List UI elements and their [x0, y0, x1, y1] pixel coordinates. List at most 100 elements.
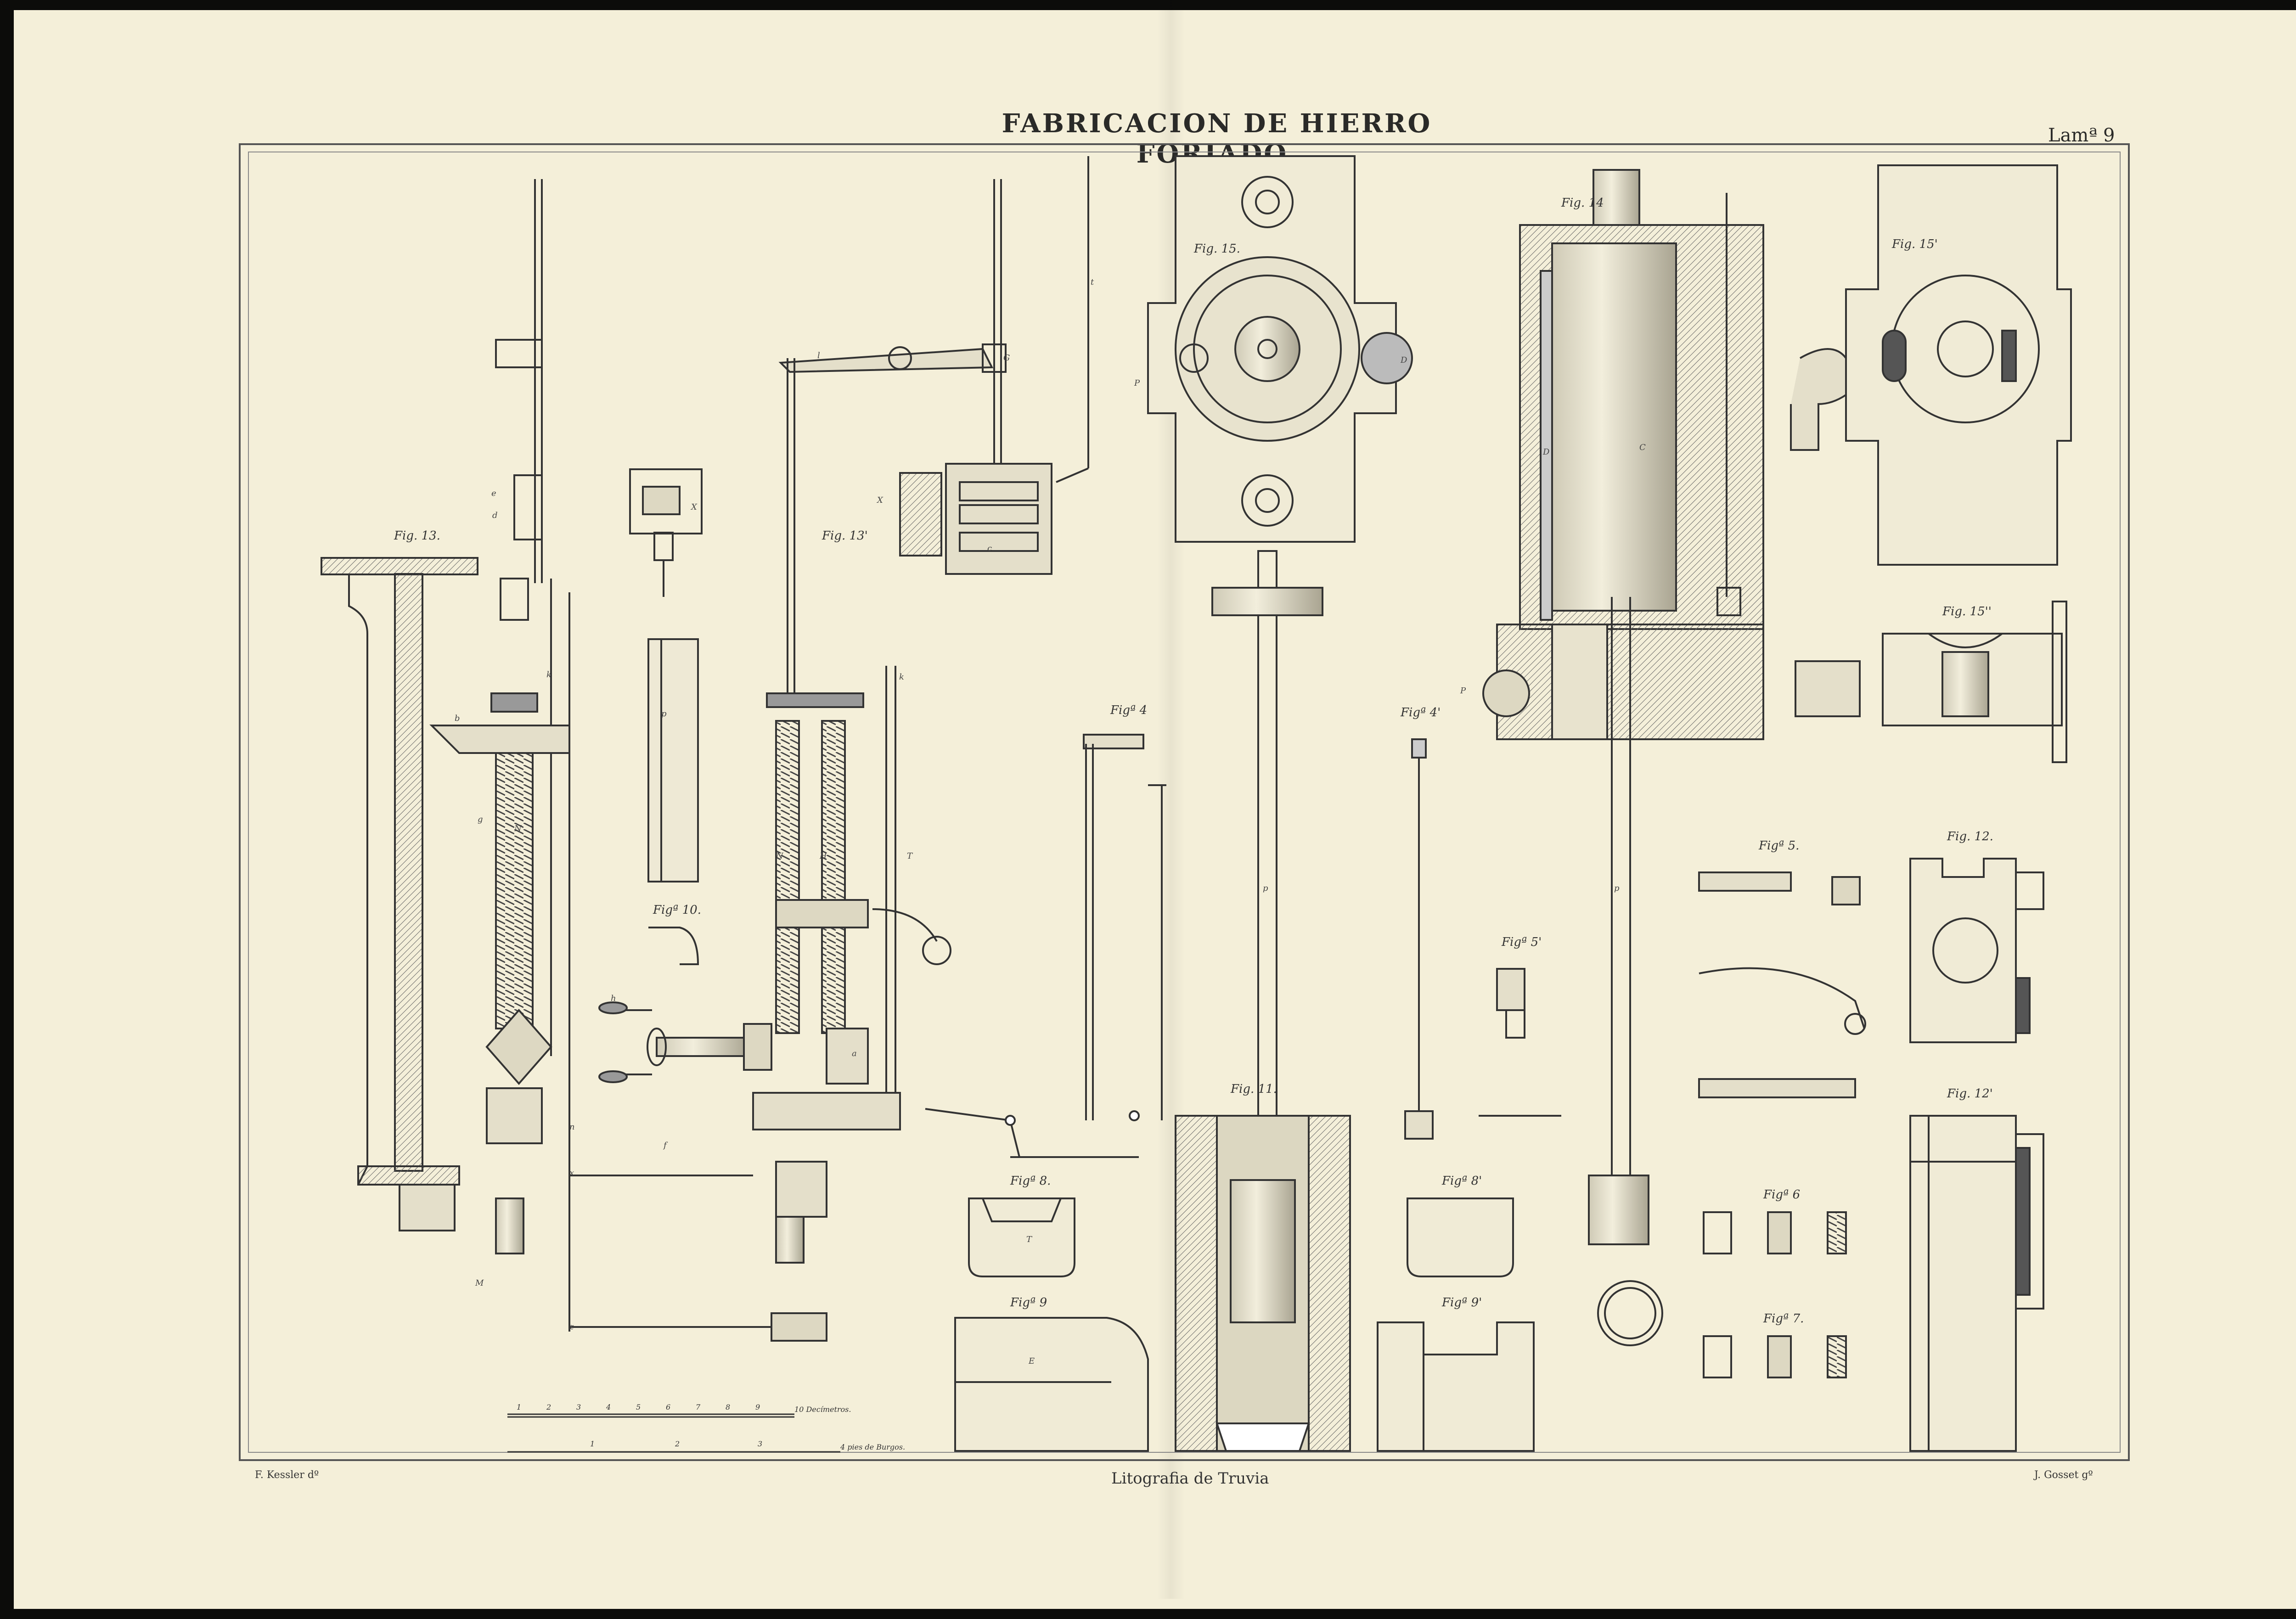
fig-7-parts — [1703, 1335, 1847, 1378]
burgos-scale-label: 4 pies de Burgos. — [840, 1443, 905, 1451]
fig-4b-rod — [1404, 738, 1561, 1140]
letter-T: T — [907, 851, 913, 861]
credit-engraver: J. Gosset gº — [2034, 1469, 2093, 1481]
fig-9-block — [954, 1317, 1149, 1452]
letter-D: D — [1542, 447, 1550, 457]
letter-T-fig8: T — [1026, 1235, 1033, 1244]
letter-a: a — [852, 1049, 857, 1058]
letter-p-14: p — [1614, 883, 1620, 893]
metric-scale — [507, 1413, 794, 1418]
fig-13b-hammer-front — [569, 156, 1089, 1342]
letter-P-15: P — [1134, 378, 1140, 388]
fig-5-lever-parts — [1698, 871, 1866, 1098]
burgos-tick: 2 — [675, 1439, 680, 1448]
label-fig-15: Fig. 15. — [1193, 242, 1240, 256]
fig-5b-clamp — [1496, 968, 1525, 1039]
letter-f: f — [663, 1141, 668, 1150]
metric-tick: 3 — [576, 1403, 581, 1411]
fig-8-block — [968, 1197, 1075, 1277]
letter-x: x — [569, 1168, 574, 1178]
letter-X: X — [690, 502, 698, 512]
letter-c: c — [987, 544, 992, 553]
fig-13-part-letters: e d k b N g M n — [455, 489, 575, 1288]
fig-11-piston-rod — [1175, 615, 1351, 1452]
label-fig-8: Figª 8. — [1010, 1174, 1051, 1188]
letter-z: z — [569, 1322, 574, 1332]
letter-X-2: X — [876, 495, 884, 505]
letter-t: t — [1091, 277, 1094, 287]
letter-N: N — [514, 824, 522, 833]
label-fig-9: Figª 9 — [1010, 1296, 1047, 1310]
letter-n: n — [569, 1122, 575, 1132]
letter-C: C — [1639, 443, 1646, 452]
fig-12-block — [1909, 858, 2044, 1043]
burgos-scale-ticks: 1 2 3 4 pies de Burgos. — [590, 1439, 905, 1451]
label-fig-14: Fig. 14 — [1561, 196, 1604, 210]
fig-9b-block — [1377, 1321, 1535, 1452]
metric-tick: 6 — [666, 1403, 670, 1411]
credit-lithographer: Litografia de Truvia — [1111, 1469, 1269, 1488]
credit-draftsman: F. Kessler dº — [255, 1469, 319, 1481]
label-fig-11: Fig. 11. — [1230, 1082, 1277, 1096]
fig-13-steam-hammer — [321, 179, 570, 1332]
fig-15-cylinder-top — [1147, 155, 1413, 616]
label-fig-4: Figª 4 — [1110, 703, 1147, 717]
fig-13b-part-letters: l G t c k T N H h a x z f X — [569, 277, 1094, 1332]
letter-D-15: D — [1400, 355, 1407, 365]
label-fig-9b: Figª 9' — [1441, 1296, 1482, 1310]
burgos-tick: 1 — [590, 1439, 595, 1448]
metric-tick: 7 — [696, 1403, 701, 1411]
label-fig-13: Fig. 13. — [394, 529, 440, 543]
letter-p-11: p — [1263, 883, 1268, 893]
letter-G: G — [1003, 353, 1010, 363]
letter-H: H — [819, 851, 827, 861]
letter-l: l — [817, 351, 820, 360]
fig-6-parts — [1703, 1211, 1847, 1254]
label-fig-10: Figª 10. — [653, 903, 701, 917]
label-fig-8b: Figª 8' — [1441, 1174, 1482, 1188]
drawing-frame-inner — [248, 152, 2121, 1453]
metric-tick: 8 — [726, 1403, 730, 1411]
fig-4-linkage — [925, 734, 1166, 1158]
drawing-frame — [239, 143, 2130, 1461]
label-fig-5b: Figª 5' — [1501, 935, 1542, 949]
metric-tick: 4 — [606, 1403, 611, 1411]
letter-e: e — [491, 489, 496, 498]
fig-8b-block — [1407, 1197, 1514, 1277]
label-fig-4b: Figª 4' — [1400, 706, 1441, 720]
fig-12b-block — [1909, 1115, 2044, 1452]
plate-number: Lamª 9 — [2048, 125, 2115, 146]
label-fig-15c: Fig. 15'' — [1942, 605, 1992, 618]
letter-P: P — [1460, 686, 1466, 696]
letter-h: h — [611, 994, 616, 1003]
label-fig-6: Figª 6 — [1763, 1188, 1800, 1202]
label-fig-12: Fig. 12. — [1947, 830, 1993, 843]
label-fig-5: Figª 5. — [1758, 839, 1799, 853]
letter-E: E — [1028, 1356, 1035, 1366]
metric-tick: 9 — [755, 1403, 760, 1411]
burgos-tick: 3 — [758, 1439, 762, 1448]
label-fig-15b: Fig. 15' — [1891, 237, 1938, 251]
letter-M: M — [475, 1278, 484, 1288]
fig-15b-flange-plate — [1790, 164, 2072, 566]
letter-k-2: k — [899, 672, 904, 682]
letter-d: d — [492, 511, 498, 520]
label-fig-12b: Fig. 12' — [1947, 1087, 1993, 1101]
metric-tick: 2 — [546, 1403, 551, 1411]
metric-tick: 5 — [636, 1403, 641, 1411]
fig-10-bar — [647, 638, 699, 965]
letter-b: b — [455, 714, 460, 723]
metric-scale-label: 10 Decímetros. — [794, 1405, 851, 1414]
letter-k: k — [546, 670, 551, 680]
fig-x-detail — [629, 468, 703, 597]
fig-14-cylinder-section — [1482, 169, 1764, 1346]
fig-15c-valve-side — [1795, 601, 2067, 763]
letter-N-2: N — [776, 851, 784, 861]
metric-scale-ticks: 1 2 3 4 5 6 7 8 9 10 Decímetros. — [517, 1403, 851, 1414]
metric-tick: 1 — [517, 1403, 521, 1411]
letter-g: g — [478, 815, 483, 824]
label-fig-7: Figª 7. — [1763, 1312, 1804, 1326]
label-fig-13b: Fig. 13' — [822, 529, 868, 543]
letter-p: p — [661, 709, 667, 719]
